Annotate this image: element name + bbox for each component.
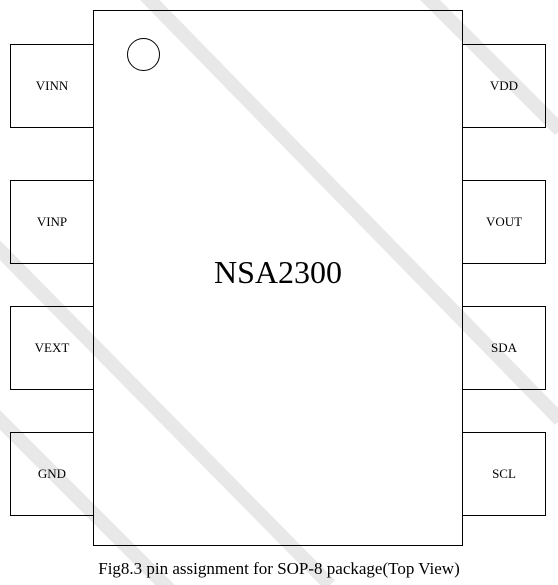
pin-vinp: VINP bbox=[10, 180, 94, 264]
figure-caption: Fig8.3 pin assignment for SOP-8 package(… bbox=[98, 559, 460, 578]
pin-gnd: GND bbox=[10, 432, 94, 516]
chip-body: NSA2300 bbox=[93, 10, 463, 546]
pin-vext: VEXT bbox=[10, 306, 94, 390]
pin-label: SCL bbox=[492, 466, 516, 481]
chip-name: NSA2300 bbox=[213, 254, 342, 290]
pin-label: VINP bbox=[36, 214, 68, 229]
pin-label: VINN bbox=[35, 78, 69, 93]
pin-vdd: VDD bbox=[462, 44, 546, 128]
pin1-indicator-icon bbox=[127, 38, 160, 71]
pin-vout: VOUT bbox=[462, 180, 546, 264]
pin-label: VEXT bbox=[34, 340, 70, 355]
pin-label: SDA bbox=[490, 340, 517, 355]
pin-label: GND bbox=[37, 466, 67, 481]
pin-sda: SDA bbox=[462, 306, 546, 390]
pin-scl: SCL bbox=[462, 432, 546, 516]
pin-vinn: VINN bbox=[10, 44, 94, 128]
pin-label: VOUT bbox=[485, 214, 523, 229]
pin-label: VDD bbox=[489, 78, 519, 93]
